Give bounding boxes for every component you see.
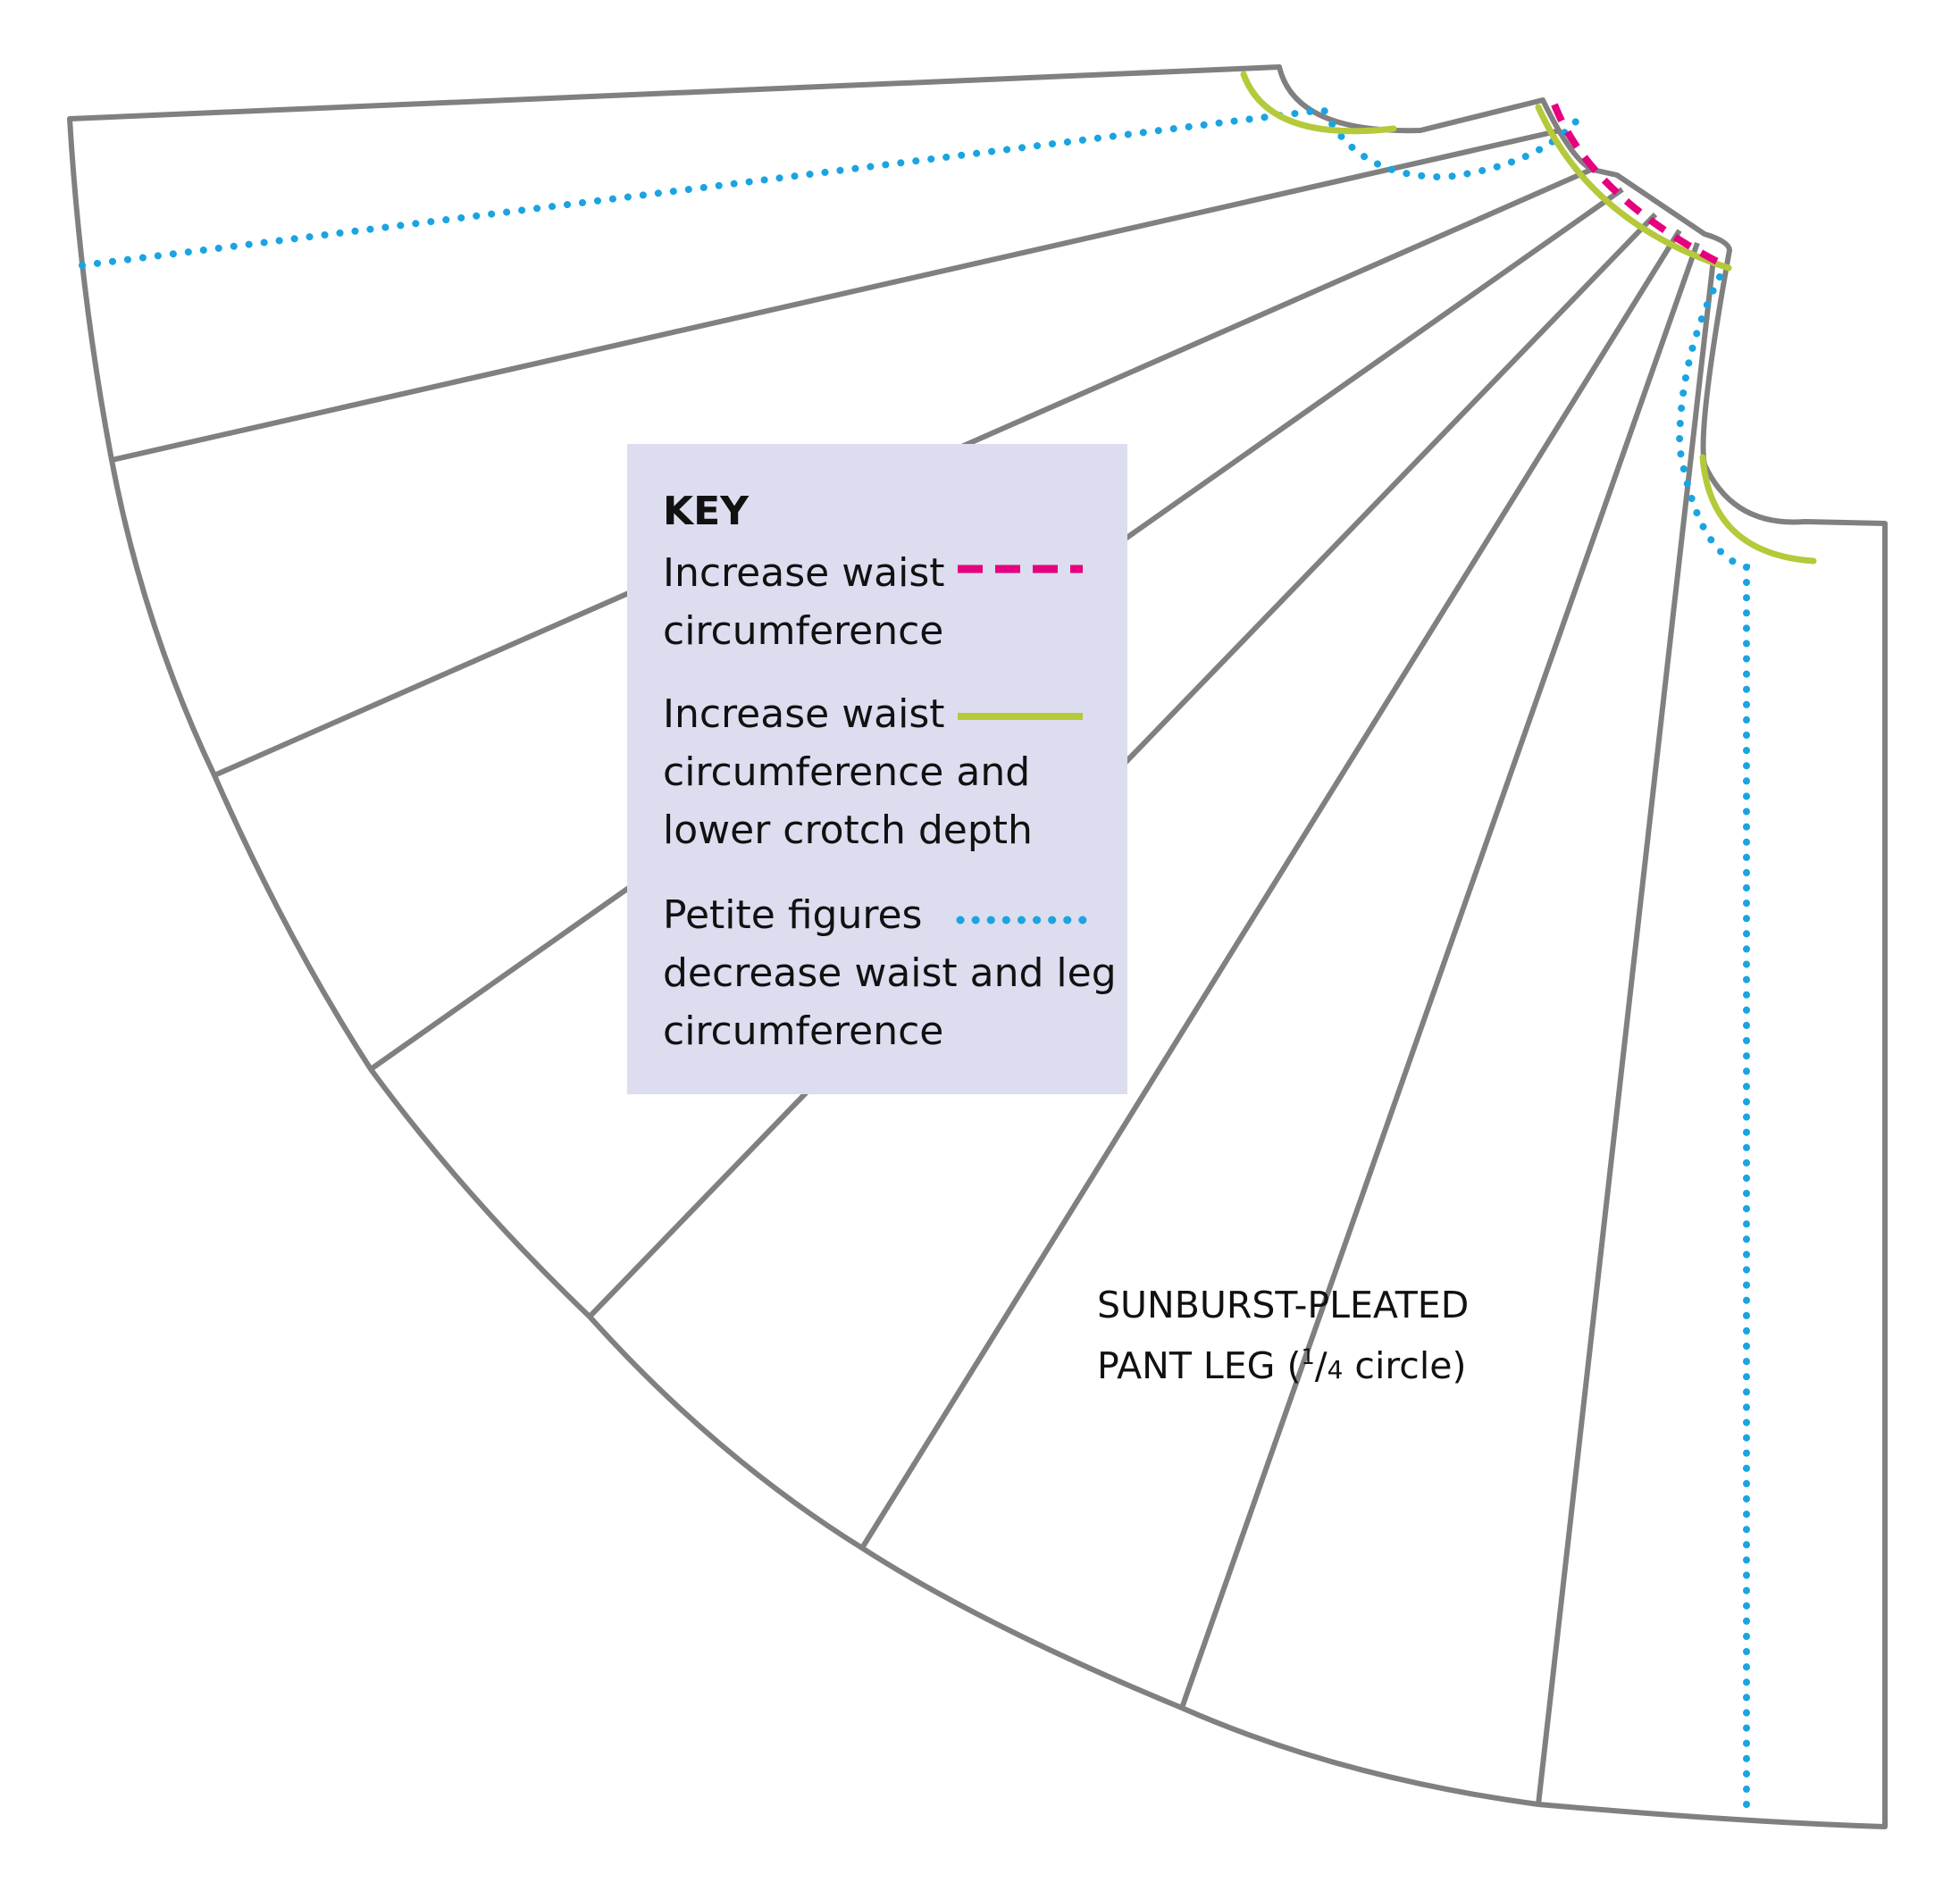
legend-swatch-solid <box>958 713 1083 720</box>
petite-lines <box>79 105 1750 1819</box>
legend-item-2: Increase waist circumference and lower c… <box>663 685 1033 859</box>
petite-top-line <box>79 105 1580 269</box>
fraction-slash: / <box>1314 1344 1328 1387</box>
legend-item-2-line-1: Increase waist <box>663 691 945 737</box>
pleat-line-1 <box>111 128 1562 463</box>
pattern-label-suffix: circle) <box>1343 1344 1467 1387</box>
legend-title: KEY <box>663 489 750 534</box>
legend-item-2-line-2: circumference and <box>663 749 1031 795</box>
legend-item-2-line-3: lower crotch depth <box>663 807 1033 853</box>
pleat-line-5 <box>859 229 1682 1550</box>
fraction-numerator: 1 <box>1301 1344 1315 1369</box>
pattern-label-prefix: PANT LEG ( <box>1097 1344 1302 1387</box>
pleat-line-6 <box>1179 242 1700 1709</box>
legend-swatch-dotted <box>956 916 1090 925</box>
legend-item-3-line-2: decrease waist and leg <box>663 950 1117 996</box>
green-crotch-right <box>1699 454 1817 565</box>
legend-swatch-dashed <box>958 565 1083 573</box>
pattern-label-line-2: PANT LEG (1/4 circle) <box>1097 1331 1469 1396</box>
legend-box: KEY Increase waist circumference Increas… <box>627 444 1127 1094</box>
green-lines <box>1240 71 1817 565</box>
legend-item-3: Petite figures decrease waist and leg ci… <box>663 886 1117 1060</box>
legend-item-3-line-1: Petite figures <box>663 892 923 938</box>
petite-right-line <box>1675 273 1750 1819</box>
pleat-line-7 <box>1536 258 1716 1805</box>
pattern-label: SUNBURST-PLEATED PANT LEG (1/4 circle) <box>1097 1279 1469 1396</box>
green-waist <box>1535 104 1732 272</box>
pink-waist-line <box>1551 103 1728 270</box>
fraction-denominator: 4 <box>1327 1355 1344 1385</box>
legend-item-1: Increase waist circumference <box>663 544 945 660</box>
legend-item-1-line-2: circumference <box>663 608 944 654</box>
pattern-label-line-1: SUNBURST-PLEATED <box>1097 1284 1470 1326</box>
legend-item-1-line-1: Increase waist <box>663 550 945 596</box>
green-crotch-top <box>1240 71 1397 135</box>
pattern-outline <box>67 64 1888 1829</box>
legend-item-3-line-3: circumference <box>663 1008 944 1054</box>
